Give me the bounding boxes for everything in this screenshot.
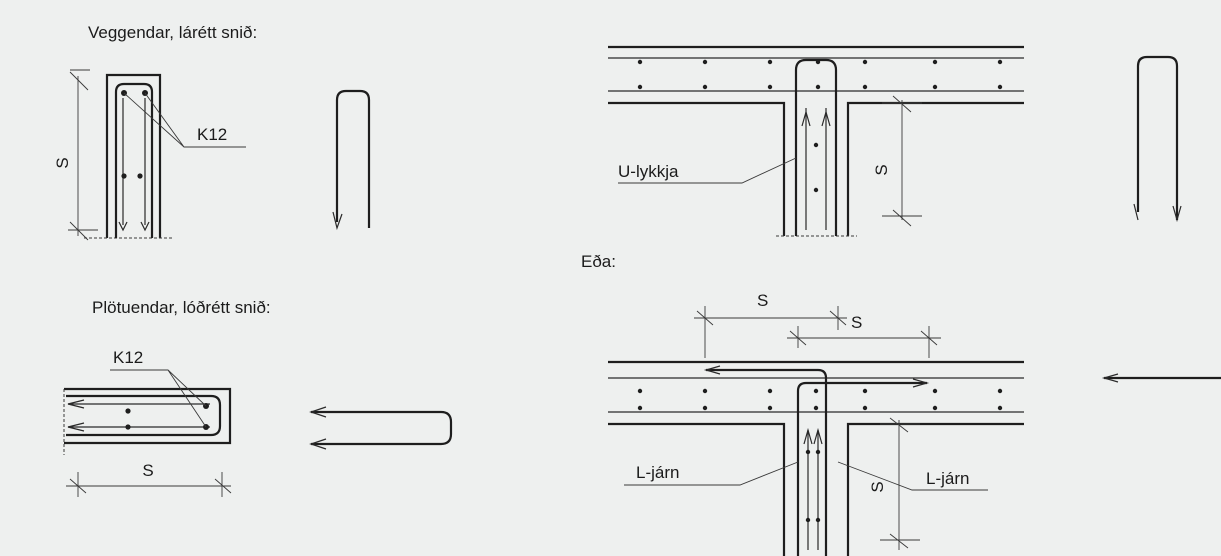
l-bar-left-shape: [706, 368, 828, 556]
u-loop-shape: [1133, 55, 1182, 223]
u-loop-inner-bars: [805, 108, 827, 230]
slab-inner-bars: [68, 403, 210, 428]
slab-bar-label: K12: [113, 348, 143, 367]
u-bar-shape: [335, 89, 371, 228]
t-spacing-label: S: [872, 164, 891, 175]
wall-bar-label: K12: [197, 125, 227, 144]
l-bar-right-label: L-járn: [926, 469, 969, 488]
wall-end-section: K12 S: [53, 69, 246, 241]
slab-dimension-ticks: [69, 472, 232, 497]
u-bar-hook: [332, 211, 343, 231]
l-bar-left-hook: [703, 365, 721, 375]
heading-wall-end: Veggendar, lárétt snið:: [88, 23, 257, 42]
l-vertical-dimension-ticks: [880, 417, 920, 549]
slab-bars-row: [637, 59, 1003, 193]
slab-outline: [64, 387, 232, 445]
t-dimension-ticks: [882, 95, 922, 227]
slab-u-bar: [66, 394, 222, 437]
l-bar-left-label: L-járn: [636, 463, 679, 482]
heading-or: Eða:: [581, 252, 616, 271]
t-junction-u-loop: U-lykkja S: [608, 45, 1024, 237]
u-loop-bar: [794, 58, 838, 236]
slab-bars-row: [637, 388, 1003, 523]
l-dimension-ticks-2: [789, 326, 938, 358]
wall-bar-leader: [123, 92, 246, 148]
l-dimension-ticks-1: [696, 306, 847, 358]
u-loop-shape-hooks: [1133, 203, 1182, 223]
slab-wall-outline: [608, 101, 1024, 236]
wall-outline: [105, 73, 162, 238]
wall-bar-hooks: [118, 221, 150, 232]
slab-spacing-label: S: [142, 461, 153, 480]
wall-inner-bars: [122, 98, 146, 225]
slab-end-section: K12 S: [63, 348, 232, 497]
l-bar-right-leader: [837, 461, 988, 491]
slab-mid-bar: [125, 408, 131, 414]
u-bar-shape-horizontal: [311, 410, 453, 446]
l-vertical-spacing-label: S: [868, 481, 887, 492]
slab-mid-bar: [125, 424, 131, 430]
u-loop-hooks: [801, 109, 831, 127]
u-loop-leader: [618, 157, 797, 184]
slab-bar-hooks: [67, 399, 85, 432]
l-bar-inner-bars: [807, 430, 819, 550]
l-spacing-label-2: S: [851, 313, 862, 332]
u-bar-shape-hooks: [309, 406, 327, 450]
slab-wall-outline: [608, 422, 1024, 556]
wall-mid-bar: [121, 173, 127, 179]
wall-spacing-label: S: [53, 157, 72, 168]
l-bar-right-hook: [912, 378, 930, 388]
l-spacing-label-1: S: [757, 291, 768, 310]
t-junction-l-bars: S S L-járn L-járn S: [608, 291, 1024, 556]
slab-bar-leader: [110, 369, 207, 428]
wall-mid-bar: [137, 173, 143, 179]
u-loop-shape-outline: [1136, 55, 1179, 220]
l-bar-inner-hooks: [803, 427, 823, 445]
u-loop-label: U-lykkja: [618, 162, 679, 181]
wall-u-bar-shape: [332, 89, 371, 231]
heading-slab-end: Plötuendar, lóðrétt snið:: [92, 298, 271, 317]
wall-u-bar: [114, 82, 154, 238]
l-bar-shape: [1101, 373, 1221, 383]
l-bar-left-leader: [624, 461, 799, 486]
slab-u-bar-shape: [309, 406, 453, 450]
l-bar-right-shape: [796, 381, 927, 556]
wall-dimension-ticks: [68, 69, 98, 241]
l-bar-shape-hook: [1101, 373, 1119, 383]
